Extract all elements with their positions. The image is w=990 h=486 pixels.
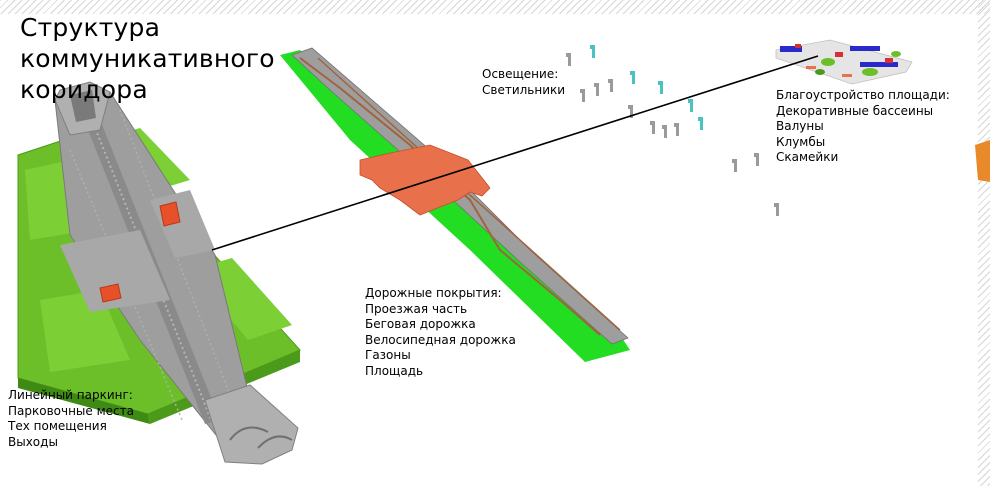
bottom-ramp-arc [229,426,269,441]
lamp-icon [628,105,633,118]
road-surfaces-item: Беговая дорожка [365,317,476,331]
lamp-icon [590,45,595,58]
diagram-title: Структура коммуникативного коридора [20,12,320,105]
boulder [862,68,878,76]
flowerbed [835,52,843,57]
square-landscaping-item: Клумбы [776,134,826,149]
boulder [891,51,901,57]
parking-label: Линейный паркинг: Парковочные места Тех … [8,388,134,450]
parking-item: Парковочные места [8,403,134,418]
road-surfaces-item: Газоны [365,348,411,362]
title-line: коридора [20,75,148,104]
lighting-heading: Освещение: [482,67,559,81]
parking-item: Тех помещения [8,419,107,433]
bench [842,74,852,77]
parking-heading: Линейный паркинг: [8,388,133,402]
square-landscaping-item: Скамейки [776,150,839,164]
road-green-band [280,50,630,362]
lamp-icon [650,121,655,134]
decorative-pool [780,46,802,52]
connector-line [211,55,819,251]
square-landscaping-item: Валуны [776,119,824,133]
top-hatch-border [0,0,990,14]
flowerbed [795,44,801,48]
flowerbed [885,58,893,63]
offscreen-block-fragment [975,140,990,182]
bike-path-line [299,57,601,336]
square-landscaping-model [775,39,913,85]
bottom-ramp-arc [257,435,293,449]
lamp-icon [594,83,599,96]
title-line: коммуникативного [20,44,275,73]
street-lamps [566,45,779,216]
road-surfaces-label: Дорожные покрытия: Проезжая часть Бегова… [365,286,516,379]
bike-path-line [317,57,621,331]
linear-parking-model [17,81,301,465]
lamp-icon [698,117,703,130]
bench [806,66,816,69]
square-landscaping-label: Благоустройство площади: Декоративные ба… [776,88,950,166]
lamp-icon [732,159,737,172]
road-surfaces-item: Проезжая часть [365,301,468,316]
lighting-label: Освещение: Светильники [482,67,565,98]
parking-item: Выходы [8,434,58,449]
lamp-icon [658,81,663,94]
decorative-pool [860,62,898,67]
lamp-icon [688,99,693,112]
square-landscaping-heading: Благоустройство площади: [776,88,950,102]
decorative-pool [850,46,880,51]
lawn-block [40,290,130,372]
lighting-item: Светильники [482,82,566,97]
tech-room-block [99,283,122,303]
boulder [821,58,835,66]
lamp-icon [580,89,585,102]
road-surfaces-item: Площадь [365,363,424,378]
boulder [815,69,825,75]
right-hatch-border [978,0,990,486]
title-line: Структура [20,13,161,42]
lamp-icon [630,71,635,84]
lamp-icon [774,203,779,216]
bottom-ramp [204,384,299,465]
road-surfaces-item: Велосипедная дорожка [365,332,516,347]
parking-lot [60,230,170,312]
lamp-icon [754,153,759,166]
lamp-icon [608,79,613,92]
parking-grass-side [18,378,150,424]
tech-room-block [159,201,181,227]
lamp-icon [674,123,679,136]
square-landscaping-item: Декоративные бассеины [776,103,934,118]
road-surfaces-heading: Дорожные покрытия: [365,286,502,300]
square-strip [775,39,913,85]
lamp-icon [662,125,667,138]
parking-dotted-line [87,109,213,423]
top-ramp-notch [70,90,96,122]
lamp-icon [566,53,571,66]
square-paving [359,144,491,216]
road-surfaces-model [280,47,630,362]
